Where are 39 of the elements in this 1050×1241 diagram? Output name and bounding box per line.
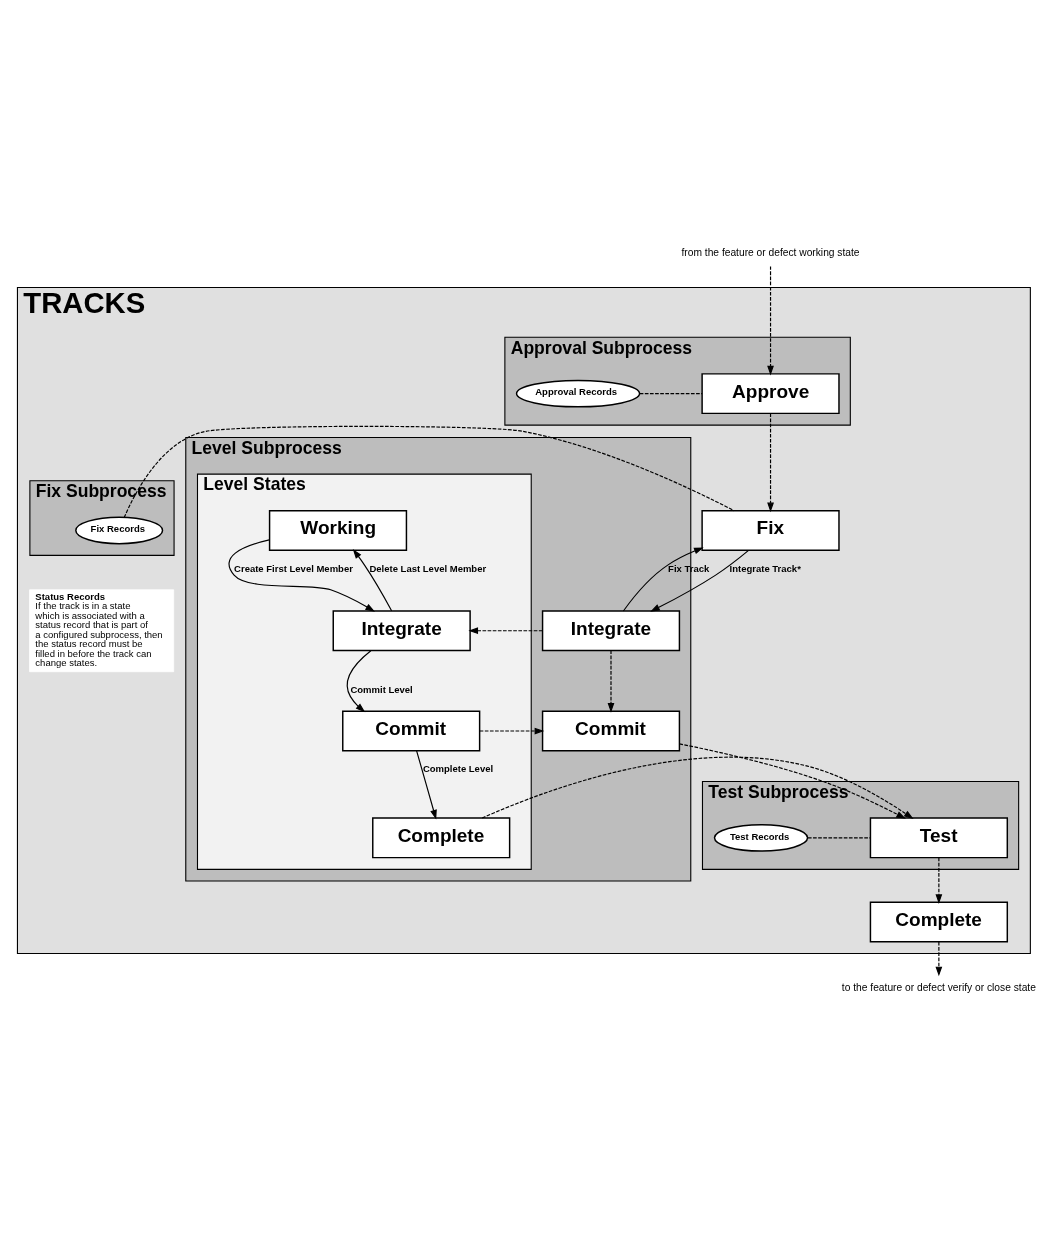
connector [123,425,735,518]
arrow [678,743,906,819]
arrow [346,650,372,713]
edge-label: Commit Level [350,684,413,696]
edge-label: Create First Level Member [234,562,353,574]
arrow [622,547,704,612]
node-box: Commit [342,710,481,752]
edge-label: Complete Level [422,763,494,775]
node-ellipse: Test Records [713,823,809,852]
arrow [767,265,774,376]
node-box: Integrate [541,610,681,652]
arrow [935,857,943,904]
node-box: Commit [541,710,681,752]
node-text: to the feature or defect verify or close state [841,981,1036,993]
node-box: Approve [701,373,840,415]
edge-label: Delete Last Level Member [369,562,487,574]
arrow [479,727,545,735]
node-box: Fix [701,510,840,551]
node-box: Complete [372,817,511,859]
edge-label: Integrate Track* [729,562,801,574]
arrow [607,649,615,713]
node-ellipse: Fix Records [75,516,164,545]
arrow [935,941,943,977]
arrow [650,549,750,612]
arrow [416,750,437,820]
arrow [352,549,393,612]
node-box: Working [268,510,408,551]
node-ellipse: Approval Records [515,379,641,408]
node-box: Complete [869,901,1009,943]
arrow [228,539,375,612]
connector [639,393,703,395]
node-text: from the feature or defect working state [681,246,860,258]
node-box: Status Records If the track is in a state which is associated with a status record that is part of a configured subprocess, then the status record must be filled in before the track can change states. [29,589,175,673]
arrow [481,756,914,819]
arrow [468,627,544,635]
arrow [767,412,774,513]
node-box: Test [869,817,1009,859]
connector [807,837,871,839]
node-box: Integrate [332,610,471,652]
